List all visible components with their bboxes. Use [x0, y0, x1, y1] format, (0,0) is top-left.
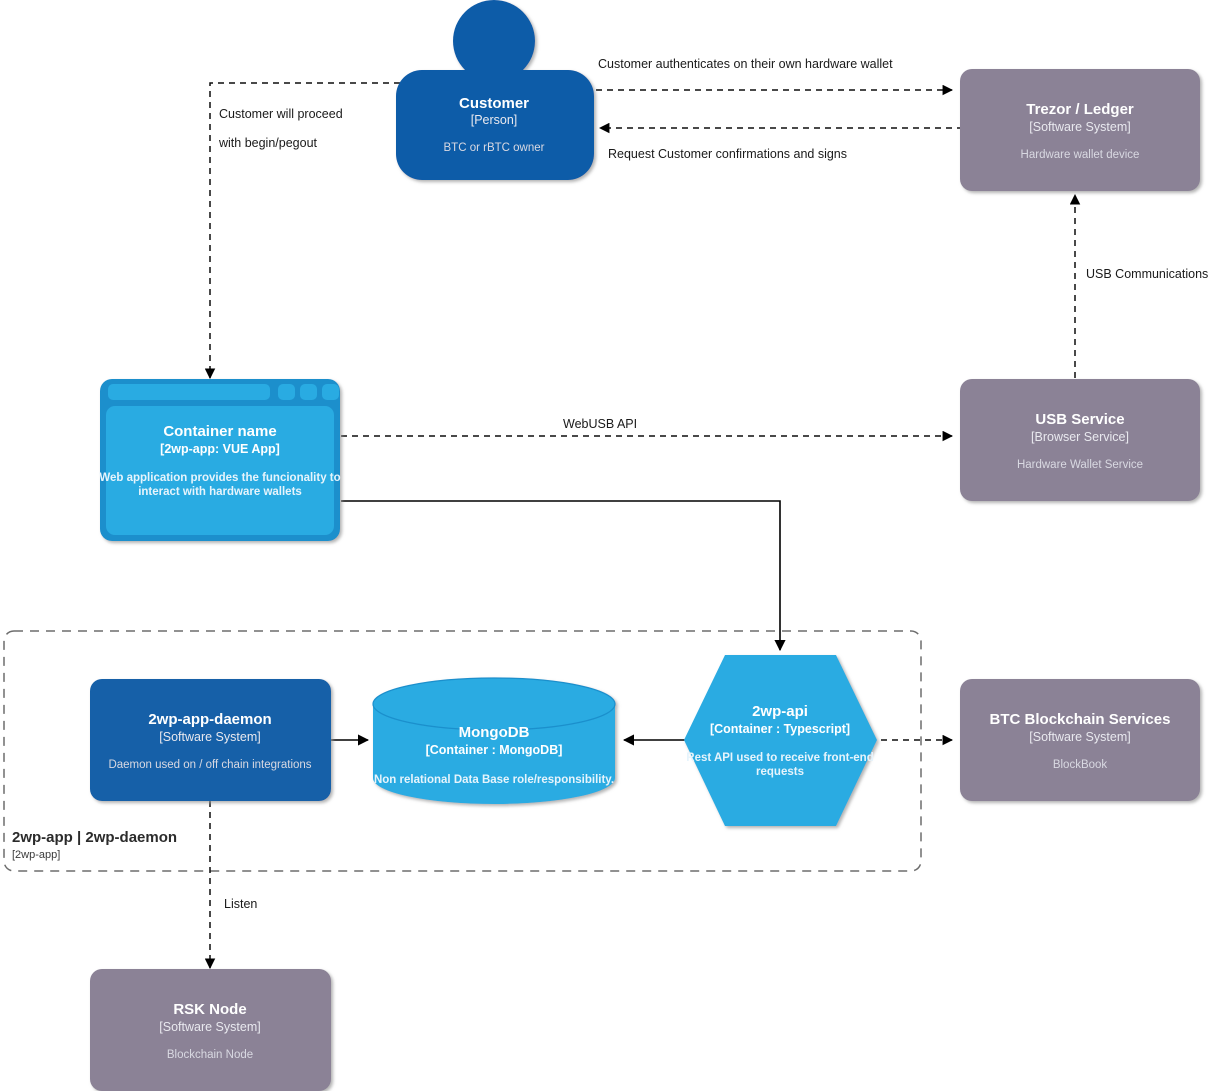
node-tech: [Software System] [1029, 120, 1130, 134]
person-body [396, 70, 594, 180]
node-box [960, 679, 1200, 801]
edge-customer-to-container-app: Customer will proceed with begin/pegout [204, 82, 400, 380]
node-box [960, 69, 1200, 191]
node-usb-service[interactable]: USB Service [Browser Service] Hardware W… [960, 379, 1200, 501]
node-customer[interactable] [396, 0, 594, 180]
edge-label-line1: Customer will proceed [219, 107, 343, 121]
edge-label: Listen [224, 897, 257, 911]
node-title: Trezor / Ledger [1026, 101, 1134, 118]
node-tech: [Container : MongoDB] [426, 743, 563, 757]
node-description: Non relational Data Base role/responsibi… [374, 774, 614, 786]
node-description: Daemon used on / off chain integrations [108, 759, 311, 771]
node-description: BlockBook [1053, 759, 1108, 771]
node-mongodb[interactable] [372, 677, 616, 804]
node-description: Hardware Wallet Service [1017, 459, 1143, 471]
node-description: BTC or rBTC owner [444, 142, 545, 154]
node-2wp-api-labels: 2wp-api [Container : Typescript] Rest AP… [686, 703, 873, 778]
edge-line [341, 500, 786, 652]
node-description-line2: requests [756, 766, 804, 778]
node-box [90, 679, 331, 801]
node-tech: [Software System] [159, 730, 260, 744]
node-rsk-node[interactable]: RSK Node [Software System] Blockchain No… [90, 969, 331, 1091]
node-2wp-api[interactable] [684, 655, 877, 826]
boundary-tech: [2wp-app] [12, 849, 60, 861]
node-title: BTC Blockchain Services [990, 711, 1171, 728]
person-head-icon [453, 0, 535, 82]
node-title: RSK Node [173, 1001, 246, 1018]
node-tech: [Container : Typescript] [710, 722, 850, 736]
node-tech: [Software System] [1029, 730, 1130, 744]
node-2wp-app-daemon[interactable]: 2wp-app-daemon [Software System] Daemon … [90, 679, 331, 801]
browser-content-area [106, 406, 334, 535]
node-description-line1: Rest API used to receive front-end [686, 752, 873, 764]
node-title: MongoDB [459, 724, 530, 741]
edge-label: WebUSB API [563, 417, 637, 431]
node-trezor-ledger[interactable]: Trezor / Ledger [Software System] Hardwa… [960, 69, 1200, 191]
node-mongodb-labels: MongoDB [Container : MongoDB] Non relati… [374, 724, 614, 786]
node-description: Hardware wallet device [1021, 149, 1140, 161]
node-container-name[interactable]: Container name [2wp-app: VUE App] Web ap… [99, 379, 341, 541]
edge-app-to-usb-service: WebUSB API [341, 417, 954, 442]
node-box [90, 969, 331, 1091]
edge-app-to-twp-api [341, 500, 786, 652]
node-tech: [Person] [471, 113, 518, 127]
edge-label: Customer authenticates on their own hard… [598, 57, 893, 71]
edge-customer-to-trezor: Customer authenticates on their own hard… [596, 57, 954, 96]
boundary-rect [3, 630, 922, 872]
node-title: 2wp-api [752, 703, 808, 720]
node-description-line1: Web application provides the funcionalit… [99, 472, 340, 484]
node-tech: [Software System] [159, 1020, 260, 1034]
node-customer-labels: Customer [Person] BTC or rBTC owner [444, 95, 545, 154]
node-description-line2: interact with hardware wallets [138, 486, 302, 498]
cylinder-top [372, 677, 616, 731]
edge-usb-service-to-trezor: USB Communications [1069, 193, 1208, 378]
node-description: Blockchain Node [167, 1049, 253, 1061]
node-btc-blockchain-services[interactable]: BTC Blockchain Services [Software System… [960, 679, 1200, 801]
cylinder-body [373, 704, 615, 804]
node-box [960, 379, 1200, 501]
boundary-2wp-app: 2wp-app | 2wp-daemon [2wp-app] [3, 630, 922, 872]
edge-daemon-to-rsk-node: Listen [204, 801, 257, 970]
browser-dot-1-icon [278, 384, 295, 400]
boundary-title: 2wp-app | 2wp-daemon [12, 829, 177, 846]
browser-addressbar-icon [108, 384, 270, 400]
node-title: Customer [459, 95, 529, 112]
node-title: Container name [163, 423, 276, 440]
hexagon-body [684, 655, 877, 826]
browser-dot-3-icon [322, 384, 339, 400]
browser-dot-2-icon [300, 384, 317, 400]
node-title: 2wp-app-daemon [148, 711, 271, 728]
edge-label: USB Communications [1086, 267, 1208, 281]
node-tech: [Browser Service] [1031, 430, 1129, 444]
edge-label: Request Customer confirmations and signs [608, 147, 847, 161]
edge-line [204, 82, 400, 380]
edge-label-line2: with begin/pegout [218, 136, 318, 150]
node-title: USB Service [1035, 411, 1124, 428]
node-tech: [2wp-app: VUE App] [160, 442, 280, 456]
